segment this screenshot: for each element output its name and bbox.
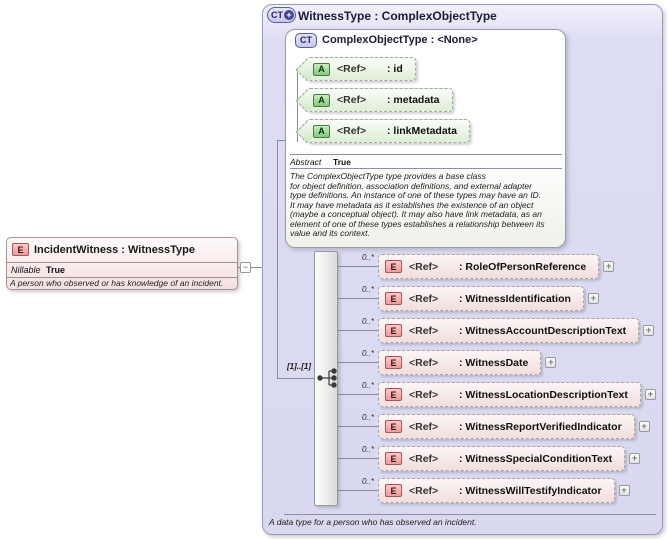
element-icon: E xyxy=(385,324,402,337)
expand-icon[interactable]: + xyxy=(587,293,599,304)
divider xyxy=(290,154,562,155)
expand-icon[interactable]: + xyxy=(643,325,655,336)
element-row[interactable]: 0..* E <Ref> : WitnessReportVerifiedIndi… xyxy=(338,413,650,439)
attribute-name: : metadata xyxy=(387,94,440,106)
element-icon: E xyxy=(12,243,29,256)
cardinality-label: 0..* xyxy=(361,317,374,326)
divider xyxy=(7,277,237,278)
element-name: : WitnessSpecialConditionText xyxy=(459,452,613,465)
element-ref: <Ref> xyxy=(409,356,439,369)
global-complex-type-icon: CT+ xyxy=(267,7,296,23)
element-name: : WitnessReportVerifiedIndicator xyxy=(459,420,622,433)
divider xyxy=(7,262,237,263)
element-row[interactable]: 0..* E <Ref> : WitnessSpecialConditionTe… xyxy=(338,445,641,471)
cardinality-label: 0..* xyxy=(361,477,374,486)
expand-icon[interactable]: + xyxy=(629,453,641,464)
element-icon: E xyxy=(385,292,402,305)
left-element-description: A person who observed or has knowledge o… xyxy=(10,278,224,288)
element-ref: <Ref> xyxy=(409,388,439,401)
left-element-title: IncidentWitness : WitnessType xyxy=(34,244,195,256)
connector-line xyxy=(338,490,378,491)
abstract-label: Abstract xyxy=(290,157,322,167)
element-ref: <Ref> xyxy=(409,420,439,433)
element-row[interactable]: 0..* E <Ref> : WitnessAccountDescription… xyxy=(338,317,655,343)
attribute-row-id[interactable]: A <Ref> : id xyxy=(296,57,416,81)
cardinality-label: 0..* xyxy=(361,349,374,358)
element-icon: E xyxy=(385,388,402,401)
divider xyxy=(284,514,656,515)
witness-type-box: CT+ WitnessType : ComplexObjectType CT C… xyxy=(262,4,663,535)
expand-icon[interactable]: + xyxy=(638,421,650,432)
sequence-icon xyxy=(317,368,337,388)
element-ref: <Ref> xyxy=(409,324,439,337)
connector-line xyxy=(338,458,378,459)
attribute-row-metadata[interactable]: A <Ref> : metadata xyxy=(296,88,453,112)
attribute-icon: A xyxy=(313,124,330,138)
complex-type-icon: CT xyxy=(295,33,317,48)
attribute-row-linkmetadata[interactable]: A <Ref> : linkMetadata xyxy=(296,119,471,143)
abstract-value: True xyxy=(333,157,351,167)
attribute-name: : linkMetadata xyxy=(387,125,458,137)
element-icon: E xyxy=(385,484,402,497)
cardinality-label: 0..* xyxy=(361,253,374,262)
element-row[interactable]: 0..* E <Ref> : WitnessDate + xyxy=(338,349,557,375)
nillable-label: Nillable xyxy=(11,265,41,275)
element-ref: <Ref> xyxy=(409,452,439,465)
element-name: : WitnessDate xyxy=(459,356,529,369)
attribute-icon: A xyxy=(313,62,330,76)
attribute-ref: <Ref> xyxy=(337,63,367,75)
element-ref: <Ref> xyxy=(409,292,439,305)
element-name: : RoleOfPersonReference xyxy=(459,260,587,273)
connector-line xyxy=(277,140,278,379)
type-box-annotation: A data type for a person who has observe… xyxy=(269,517,477,527)
divider xyxy=(290,168,562,169)
element-row[interactable]: 0..* E <Ref> : WitnessIdentification + xyxy=(338,285,599,311)
complex-object-type-box: CT ComplexObjectType : <None> A <Ref> : … xyxy=(285,29,566,248)
expand-icon[interactable]: + xyxy=(618,485,630,496)
element-name: : WitnessLocationDescriptionText xyxy=(459,388,628,401)
element-row[interactable]: 0..* E <Ref> : RoleOfPersonReference + xyxy=(338,253,615,279)
element-name: : WitnessIdentification xyxy=(459,292,571,305)
element-name: : WitnessWillTestifyIndicator xyxy=(459,484,602,497)
incident-witness-element-box[interactable]: E IncidentWitness : WitnessType Nillable… xyxy=(6,237,238,290)
connector-line xyxy=(338,426,378,427)
sequence-cardinality: [1]..[1] xyxy=(287,362,311,371)
cardinality-label: 0..* xyxy=(361,413,374,422)
cardinality-label: 0..* xyxy=(361,285,374,294)
element-icon: E xyxy=(385,420,402,433)
attribute-ref: <Ref> xyxy=(337,125,367,137)
element-icon: E xyxy=(385,356,402,369)
element-row[interactable]: 0..* E <Ref> : WitnessLocationDescriptio… xyxy=(338,381,656,407)
collapse-icon[interactable]: − xyxy=(240,262,251,273)
element-ref: <Ref> xyxy=(409,484,439,497)
attribute-icon: A xyxy=(313,93,330,107)
expand-icon[interactable]: + xyxy=(603,261,615,272)
cardinality-label: 0..* xyxy=(361,381,374,390)
attribute-name: : id xyxy=(387,63,403,75)
connector-line xyxy=(338,330,378,331)
attribute-ref: <Ref> xyxy=(337,94,367,106)
element-row[interactable]: 0..* E <Ref> : WitnessWillTestifyIndicat… xyxy=(338,477,630,503)
connector-line xyxy=(236,267,277,268)
connector-line xyxy=(338,266,378,267)
element-name: : WitnessAccountDescriptionText xyxy=(459,324,627,337)
connector-line xyxy=(338,362,378,363)
base-type-description: The ComplexObjectType type provides a ba… xyxy=(290,171,545,238)
connector-line xyxy=(277,378,315,379)
connector-line xyxy=(297,69,298,142)
expand-icon[interactable]: + xyxy=(644,389,656,400)
type-box-title: WitnessType : ComplexObjectType xyxy=(298,9,497,23)
expand-icon[interactable]: + xyxy=(545,357,557,368)
connector-line xyxy=(338,298,378,299)
element-icon: E xyxy=(385,260,402,273)
element-icon: E xyxy=(385,452,402,465)
nillable-value: True xyxy=(46,265,66,275)
cardinality-label: 0..* xyxy=(361,445,374,454)
connector-line xyxy=(338,394,378,395)
base-type-title: ComplexObjectType : <None> xyxy=(322,34,478,46)
element-ref: <Ref> xyxy=(409,260,439,273)
